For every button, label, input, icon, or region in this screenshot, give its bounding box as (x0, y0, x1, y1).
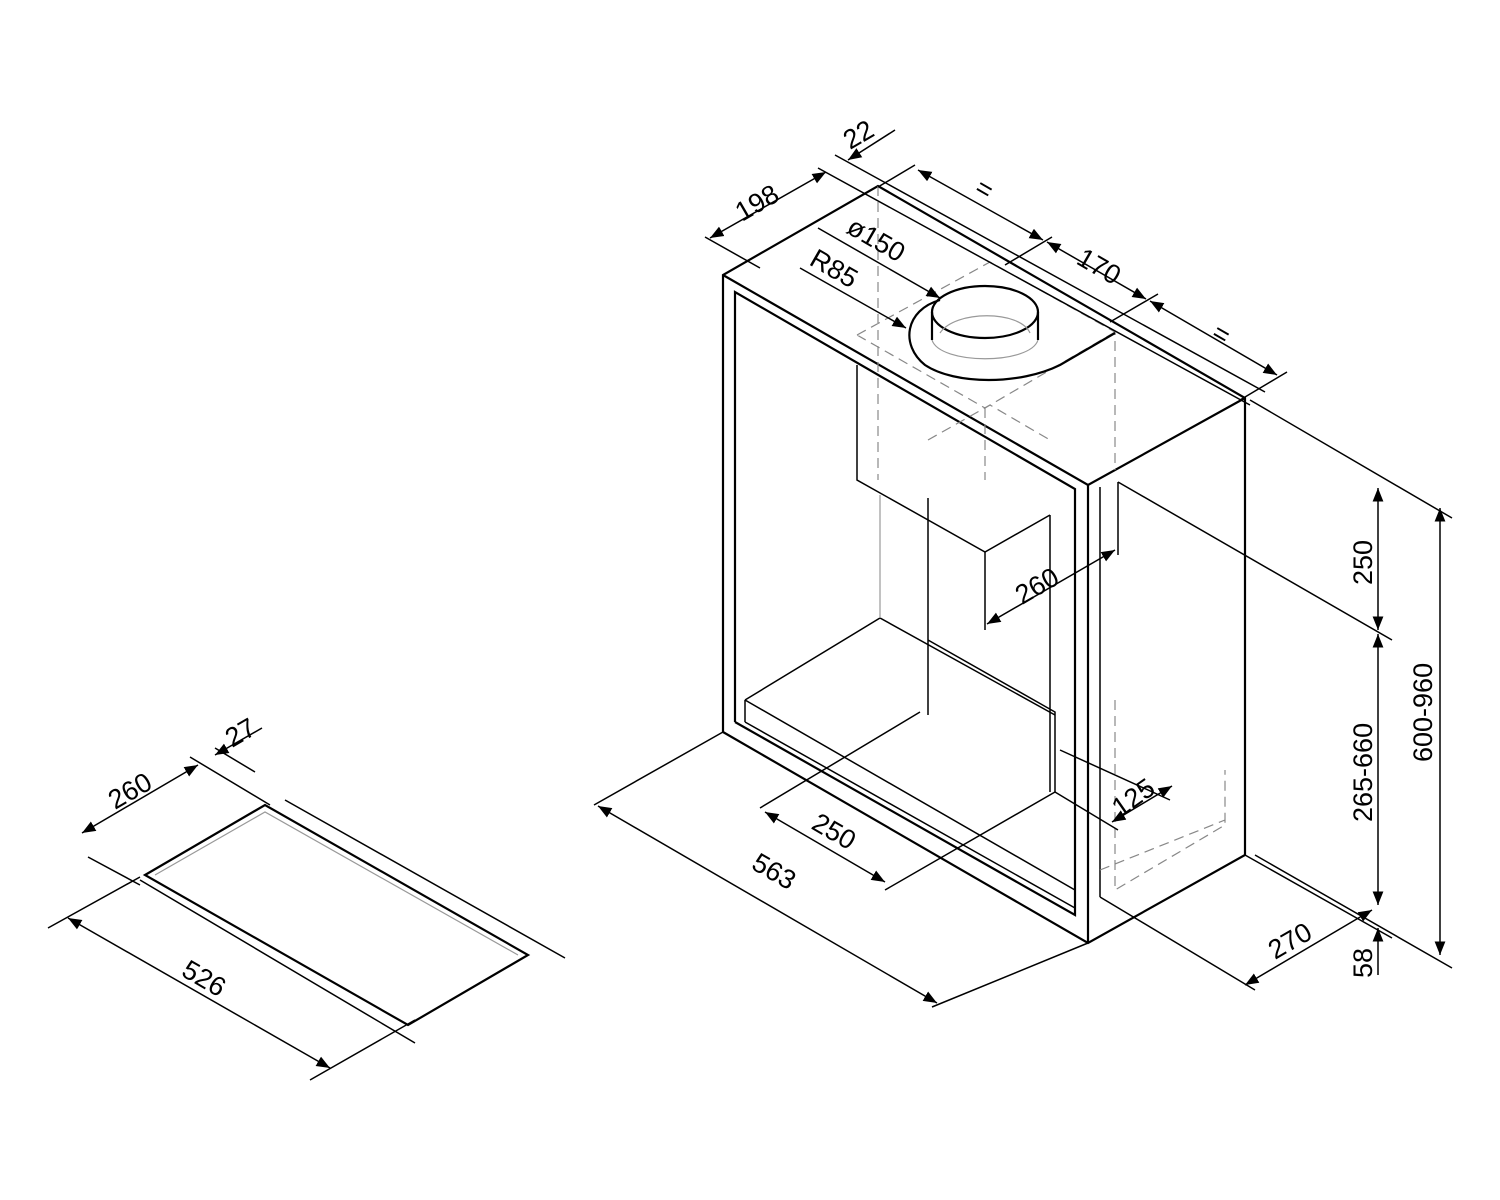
dim-22: 22 (838, 114, 879, 155)
dim-265-660: 265-660 (1348, 723, 1378, 822)
dim-260: 260 (1010, 562, 1064, 611)
dim-diameter-150: ø150 (842, 211, 910, 268)
dimension-lines (593, 129, 1453, 1008)
dim-250-tray: 250 (807, 807, 861, 856)
main-dimension-labels: 22 198 = ø150 R85 170 = 260 250 265-660 … (730, 114, 1438, 978)
cutout-panel: 27 260 526 (47, 712, 566, 1081)
dim-198: 198 (730, 179, 784, 228)
dim-270: 270 (1263, 917, 1317, 966)
hood-body (721, 184, 1247, 945)
cutout-dim-526: 526 (177, 954, 231, 1003)
dim-600-960: 600-960 (1408, 663, 1438, 762)
dim-equal-right: = (1207, 317, 1236, 351)
dim-58: 58 (1348, 948, 1378, 978)
dim-r85: R85 (805, 243, 863, 294)
dim-250-vertical: 250 (1348, 540, 1378, 585)
dim-125: 125 (1106, 772, 1160, 822)
dim-563: 563 (747, 847, 801, 896)
cutout-dim-260: 260 (103, 767, 157, 816)
cutout-dim-27: 27 (220, 712, 261, 753)
